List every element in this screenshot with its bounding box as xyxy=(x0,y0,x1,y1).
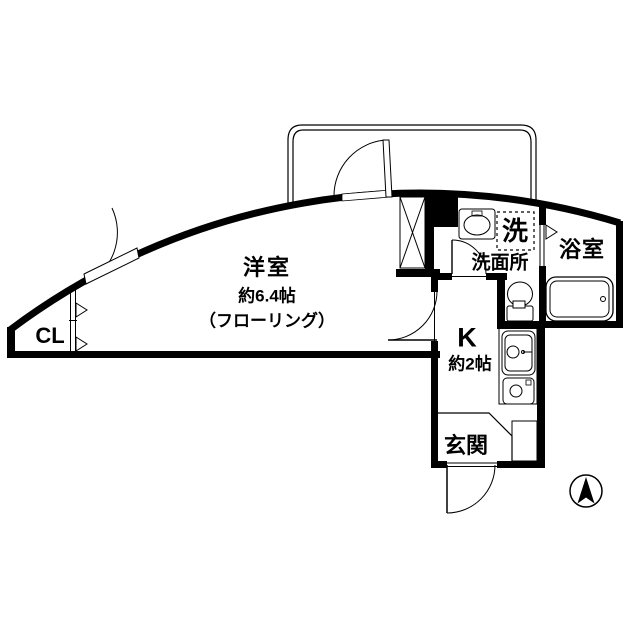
crossed-storage-box xyxy=(399,196,426,269)
balcony-outline xyxy=(287,124,537,208)
washroom-door xyxy=(451,239,487,277)
bathroom-door xyxy=(539,224,558,266)
washroom-label: 洗面所 xyxy=(471,252,529,274)
closet-partition xyxy=(69,290,88,352)
western-room-finish: （フローリング） xyxy=(199,311,335,331)
compass-north-icon xyxy=(569,474,603,508)
kitchen-sink-icon xyxy=(498,325,538,405)
shoe-cabinet xyxy=(511,420,538,462)
entrance-step xyxy=(438,412,538,462)
washing-machine-space xyxy=(496,211,535,251)
left-window xyxy=(83,207,140,285)
bathtub-icon xyxy=(545,276,614,322)
western-room-size: 約6.4帖 xyxy=(238,286,296,306)
toilet-icon xyxy=(506,281,534,322)
kitchen-size: 約2帖 xyxy=(448,354,492,374)
kitchen-door xyxy=(387,290,438,341)
stove-icon xyxy=(502,377,535,405)
western-room-label: 洋室 xyxy=(242,255,292,280)
pipe-space-block xyxy=(420,194,458,227)
closet-label: CL xyxy=(35,323,65,348)
bathroom-label: 浴室 xyxy=(558,237,606,262)
kitchen-label: K xyxy=(457,322,477,353)
front-door xyxy=(446,462,497,514)
balcony-door xyxy=(333,139,393,202)
washer-space-label: 洗 xyxy=(501,216,529,246)
washbasin-icon xyxy=(458,208,496,240)
walls xyxy=(7,205,623,468)
entrance-label: 玄関 xyxy=(443,433,489,458)
